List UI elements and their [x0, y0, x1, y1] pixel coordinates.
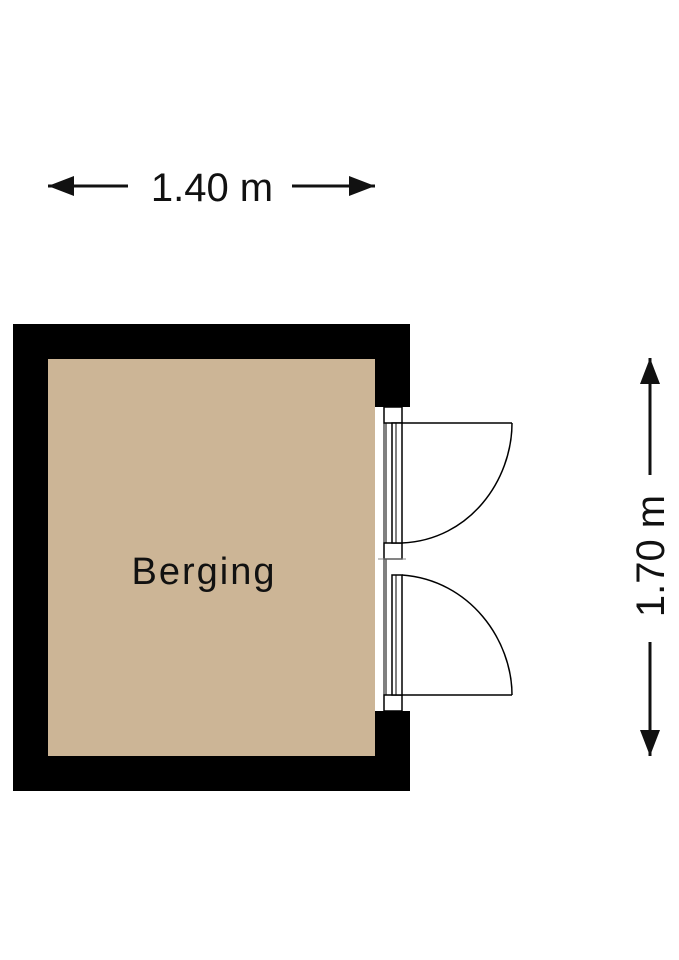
height-arrowhead-bottom-icon: [640, 730, 660, 756]
door-swing-lower-arc-icon: [401, 574, 513, 696]
door-leaf-lower: [391, 574, 403, 696]
wall-right-upper: [375, 324, 410, 407]
wall-right-lower: [375, 711, 410, 791]
height-dimension: 1.70 m: [629, 358, 673, 756]
double-door: [378, 406, 513, 712]
height-label: 1.70 m: [629, 495, 673, 617]
width-arrowhead-left-icon: [48, 176, 74, 196]
door-frame-top: [383, 406, 403, 424]
wall-top: [13, 324, 410, 359]
room-label: Berging: [132, 551, 277, 593]
wall-bottom: [13, 756, 410, 791]
door-frame-middle: [383, 542, 403, 560]
width-dimension: 1.40 m: [48, 166, 375, 210]
door-frame-bottom: [383, 694, 403, 712]
height-arrowhead-top-icon: [640, 358, 660, 384]
room-floor: [48, 359, 375, 756]
wall-left: [13, 324, 48, 791]
width-arrowhead-right-icon: [349, 176, 375, 196]
door-leaf-upper: [391, 422, 403, 544]
door-swing-upper-arc-icon: [401, 422, 513, 544]
width-label: 1.40 m: [151, 166, 273, 210]
walls: [13, 324, 410, 791]
